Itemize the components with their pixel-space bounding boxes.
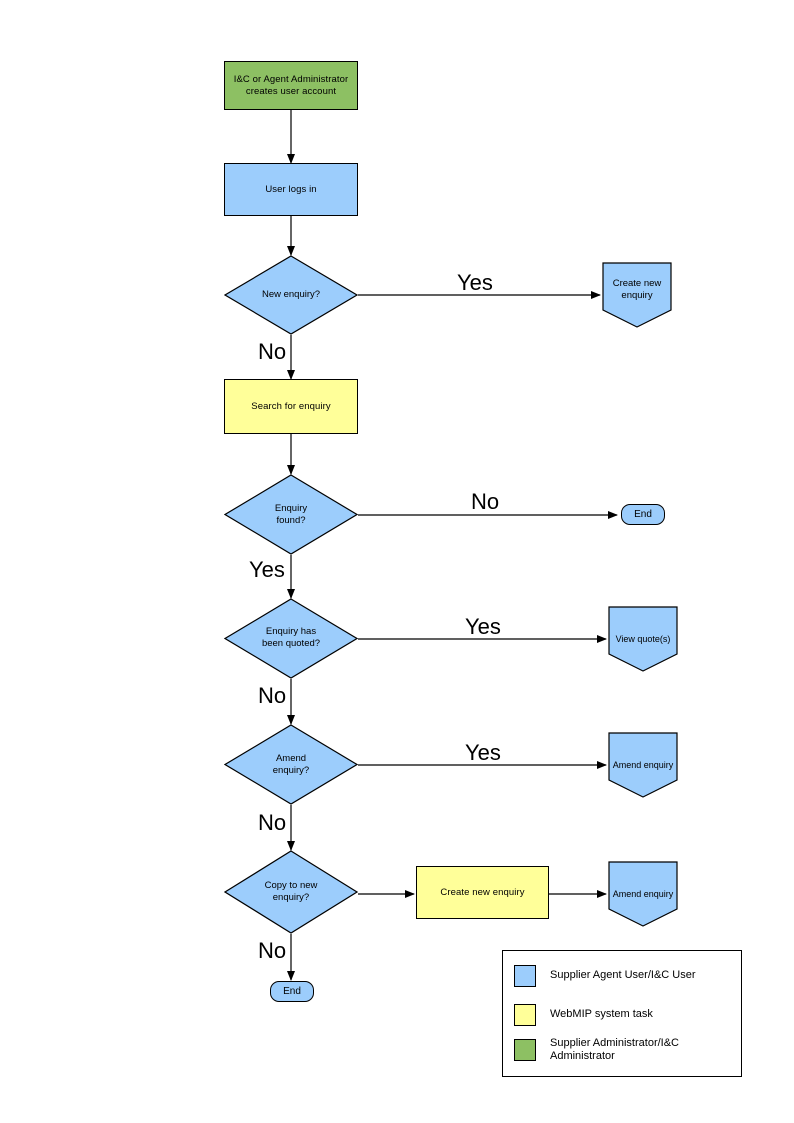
node-amend-enquiry-top[interactable]: Amend enquiry [608,732,678,798]
diamond-shape [224,850,358,934]
edge-label-amend-yes: Yes [465,740,501,765]
node-search-for-enquiry[interactable]: Search for enquiry [224,379,358,434]
pentagon-shape [608,861,678,927]
node-label: I&C or Agent Administrator creates user … [233,73,349,97]
legend-item-supplier-agent-user: Supplier Agent User/I&C User [514,965,696,987]
node-label: View quote(s) [615,634,671,644]
node-label: Amend enquiry [612,889,674,899]
node-end-bottom[interactable]: End [270,981,314,1002]
edge-label-quoted-no: No [258,683,287,708]
node-view-quotes[interactable]: View quote(s) [608,606,678,672]
diamond-shape [224,255,358,335]
node-admin-creates-account[interactable]: I&C or Agent Administrator creates user … [224,61,358,110]
edge-label-quoted-yes: Yes [465,614,501,639]
node-label: User logs in [265,183,317,195]
legend-label: Supplier Administrator/I&C Administrator [550,1037,679,1062]
diamond-shape [224,474,358,555]
legend-label: Supplier Agent User/I&C User [550,969,696,981]
node-label: End [283,986,301,997]
node-create-new-enquiry-top[interactable]: Create new enquiry [602,262,672,328]
node-amend-enquiry-bottom[interactable]: Amend enquiry [608,861,678,927]
node-amend-enquiry-decision[interactable]: Amend enquiry? [224,724,358,805]
node-user-logs-in[interactable]: User logs in [224,163,358,216]
diamond-shape [224,598,358,679]
legend-item-webmip-system-task: WebMIP system task [514,1004,653,1026]
legend-item-supplier-administrator: Supplier Administrator/I&C Administrator [514,1037,679,1063]
node-label: Copy to new enquiry? [264,880,318,903]
node-new-enquiry-decision[interactable]: New enquiry? [224,255,358,335]
pentagon-shape [608,732,678,798]
node-label: Amend enquiry? [272,753,310,776]
node-enquiry-found-decision[interactable]: Enquiry found? [224,474,358,555]
edge-label-enquiry-found-no: No [471,489,500,514]
node-label: End [634,509,652,520]
node-create-new-enquiry-bottom[interactable]: Create new enquiry [416,866,549,919]
legend-swatch-green [514,1039,536,1061]
node-label: New enquiry? [261,289,321,300]
node-enquiry-quoted-decision[interactable]: Enquiry has been quoted? [224,598,358,679]
pentagon-shape [602,262,672,328]
node-label: Create new enquiry [612,278,662,301]
node-label: Enquiry found? [274,503,308,526]
node-label: Amend enquiry [612,760,674,770]
legend-label: WebMIP system task [550,1008,653,1020]
node-end-top[interactable]: End [621,504,665,525]
legend-swatch-yellow [514,1004,536,1026]
edge-label-new-enquiry-no: No [258,339,287,364]
node-label: Enquiry has been quoted? [261,626,321,649]
legend-swatch-blue [514,965,536,987]
legend: Supplier Agent User/I&C User WebMIP syst… [502,950,742,1077]
pentagon-shape [608,606,678,672]
node-label: Create new enquiry [440,886,525,898]
node-label: Search for enquiry [251,400,331,412]
edge-label-copy-no: No [258,938,287,963]
edge-label-new-enquiry-yes: Yes [457,270,493,295]
edge-label-enquiry-found-yes: Yes [249,557,285,582]
node-copy-to-new-enquiry-decision[interactable]: Copy to new enquiry? [224,850,358,934]
diamond-shape [224,724,358,805]
edge-label-amend-no: No [258,810,287,835]
